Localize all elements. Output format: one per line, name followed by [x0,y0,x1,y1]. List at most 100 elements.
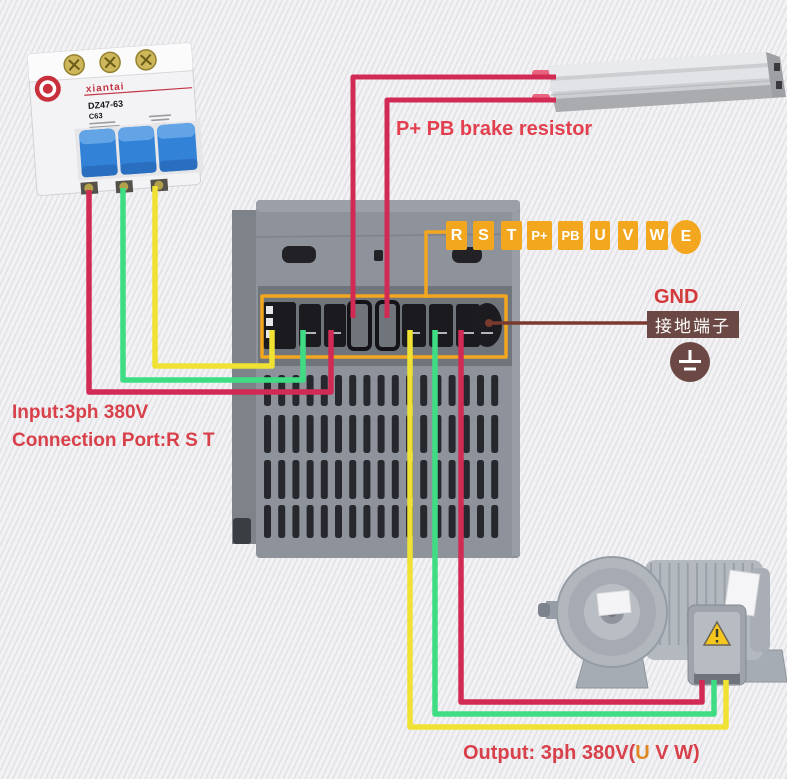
vent-slot [477,460,484,499]
vent-slot [306,505,314,538]
toggle-highlight [118,125,155,142]
toggle-shade [120,161,157,175]
toggle-highlight [79,128,116,145]
vfd-terminal-p-plus [347,300,372,351]
terminal-area-outline [260,294,508,359]
terminal-label-u: U [590,221,610,250]
ground-symbol [670,342,710,382]
vfd-led-slot [374,250,383,261]
vent-slot [477,415,484,453]
wire-output-yellow-u [407,330,729,730]
resistor-band [550,67,769,92]
vent-slot [420,505,428,538]
terminal-label-v: V [618,221,638,250]
wire-input-yellow-r [152,186,275,369]
vent-slot [278,415,286,453]
vent-slot [462,505,470,538]
vent-slot [363,375,371,406]
vfd-side-panel [232,210,258,544]
terminal-strip-connector [424,230,446,298]
vent-slot [363,415,371,453]
wire-input-red-t [86,190,334,395]
vfd-handle-slot-left [282,246,316,263]
vent-slot [363,505,371,538]
vent-slot [349,415,357,453]
resistor-end-slot [776,81,782,89]
vent-slot [391,375,399,406]
terminal-label-w: W [646,221,668,250]
wire-brake-p-plus [350,74,556,318]
vent-slot [278,505,286,538]
toggle-shade [81,164,118,178]
vent-slot [306,460,314,499]
vfd-mounting-clip [233,518,251,544]
brand-rule [84,87,193,96]
vent-slot [462,375,470,406]
gnd-chinese-label: 接地端子 [647,311,739,338]
vent-slot [320,415,328,453]
vent-slot [335,375,342,406]
terminal-label-p-plus: P+ [527,221,552,250]
earth-icon [679,350,701,371]
circuit-breaker: xiantai DZ47-63 C63 [27,42,204,196]
vent-slot [335,415,342,453]
terminal-label-e: E [671,220,701,254]
gearbox-nameplate [596,589,632,617]
vent-slot [462,415,470,453]
vent-slot [320,505,328,538]
resistor-end-slot [774,63,780,71]
vent-slot [391,505,399,538]
vent-slot [377,460,385,499]
toggle-highlight [157,123,196,139]
vent-slot [391,460,399,499]
vent-slot [278,460,286,499]
vent-slot [391,415,399,453]
vent-slot [420,415,428,453]
vent-slot [491,460,499,499]
vent-slot [420,375,428,406]
wire-output-green-v [432,330,717,717]
vent-slot [420,460,428,499]
input-label: Input:3ph 380V [12,402,149,423]
terminal-label-s: S [473,221,494,250]
terminal-label-t: T [501,221,522,250]
toggle-shade [159,158,198,172]
brake-resistor [532,52,786,112]
aux-pin [266,318,273,326]
vfd-handle-slot-right [452,247,482,263]
breaker-model: DZ47-63 [88,99,124,111]
vent-slot [335,460,342,499]
vent-slot [462,460,470,499]
breaker-spec: C63 [89,111,103,121]
output-label-rest: V W) [649,742,700,764]
vfd-terminal-s [324,304,346,347]
connection-port-label: Connection Port:R S T [12,430,215,451]
vent-slot [349,375,357,406]
vent-slot [491,505,499,538]
aux-pin [266,306,273,314]
breaker-brand: xiantai [86,81,125,95]
vent-slot [477,505,484,538]
ground-wire-lug [485,319,493,327]
vent-slot [320,460,328,499]
wires [86,74,729,730]
output-label: Output: 3ph 380V(U V W) [463,742,700,765]
brand-badge-dot [42,83,53,94]
vent-slot [448,375,456,406]
terminal-screw-marks [304,332,493,334]
gear-motor [538,556,787,689]
gnd-label: GND [654,286,699,308]
terminal-box-gland [694,674,740,684]
output-label-u: U [635,742,650,764]
resistor-stripe [550,80,771,96]
vent-slot [491,375,499,406]
brake-resistor-label: P+ PB brake resistor [396,118,593,140]
screw-cross [68,53,153,71]
vent-slot [377,375,385,406]
vent-slot [448,460,456,499]
breaker-toggles [79,123,198,178]
vent-slot [491,415,499,453]
vent-slot [292,505,300,538]
